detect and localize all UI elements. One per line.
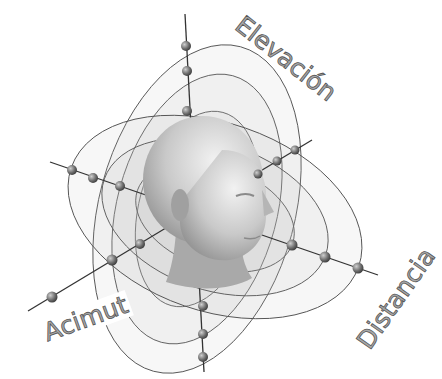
axis-label: Distancia — [350, 240, 442, 356]
axes — [28, 14, 378, 372]
head — [143, 116, 274, 288]
